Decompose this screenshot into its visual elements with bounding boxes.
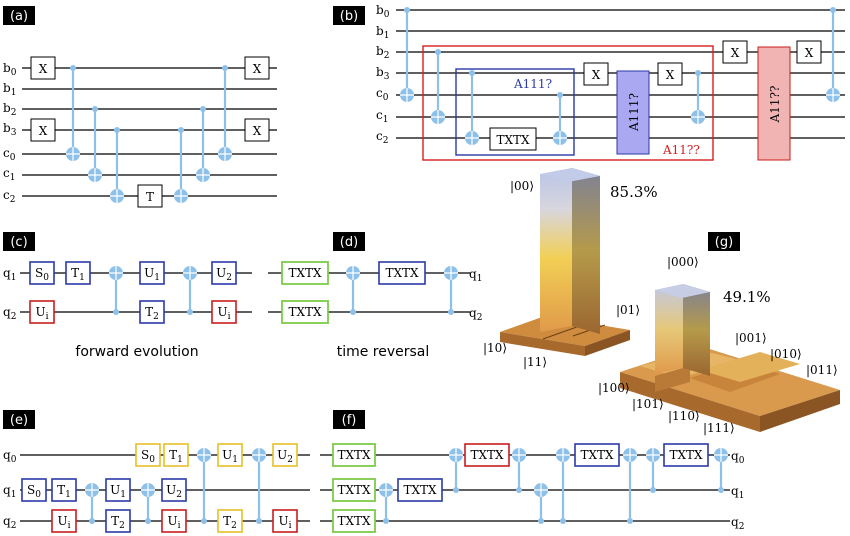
svg-text:X: X — [253, 124, 262, 138]
svg-text:q2: q2 — [3, 305, 16, 322]
histogram-2q: 85.3% |00⟩ |01⟩ |10⟩ |11⟩ — [483, 168, 658, 369]
svg-text:TXTX: TXTX — [337, 514, 371, 528]
ket-000: |000⟩ — [667, 255, 699, 269]
qlabel-b3: b3 — [3, 121, 17, 138]
panel-d-caption: time reversal — [337, 344, 430, 360]
panel-f: (f) TXTX TXTX TXTX TXTX TXTX TXTX TXTX q… — [320, 410, 745, 533]
svg-text:b0: b0 — [376, 3, 390, 20]
panel-c: (c) q1 q2 S0 T1 Ui U1 T2 U2 Ui forward e… — [3, 232, 252, 360]
panel-d-tag: (d) — [340, 235, 358, 250]
ket-111: |111⟩ — [703, 421, 735, 435]
svg-text:q1: q1 — [469, 267, 482, 284]
svg-text:Ui: Ui — [167, 514, 180, 531]
panel-a-gates: X X T X X — [30, 56, 270, 208]
A11-box-label: A11?? — [662, 143, 700, 157]
qlabel-b2: b2 — [3, 101, 16, 118]
A111-box — [455, 68, 575, 156]
panel-b: (b) b0 b1 b2 b3 c0 c1 c2 A11?? A111? — [333, 3, 845, 161]
hist2-tall-bar — [540, 168, 572, 332]
svg-text:q2: q2 — [469, 306, 482, 323]
ket-11: |11⟩ — [523, 355, 547, 369]
ket-001: |001⟩ — [735, 331, 767, 345]
svg-text:b2: b2 — [376, 44, 389, 61]
svg-text:X: X — [805, 46, 814, 60]
panel-a-controls — [66, 65, 232, 203]
svg-text:b1: b1 — [376, 24, 389, 41]
panel-a-tag: (a) — [10, 9, 28, 24]
panel-a-tag-bg — [3, 6, 35, 25]
qlabel-c0: c0 — [3, 146, 16, 163]
panel-g-tag: (g) — [715, 235, 733, 250]
svg-text:c2: c2 — [376, 129, 388, 146]
hist2-percent: 85.3% — [610, 183, 658, 201]
svg-text:q1: q1 — [3, 266, 16, 283]
svg-text:q1: q1 — [3, 483, 16, 500]
panel-b-tag-bg — [333, 6, 365, 25]
panel-a: (a) b0 b1 b2 b3 c0 c1 c2 — [3, 6, 277, 208]
svg-text:Ui: Ui — [278, 514, 291, 531]
svg-text:T: T — [146, 190, 154, 204]
ket-10: |10⟩ — [483, 341, 507, 355]
histogram-3q: 49.1% |000⟩ |001⟩ |010⟩ |011⟩ |100⟩ |101… — [598, 255, 840, 435]
svg-text:A111?: A111? — [627, 93, 641, 132]
svg-text:c1: c1 — [376, 108, 388, 125]
ket-110: |110⟩ — [668, 409, 700, 423]
svg-text:TXTX: TXTX — [496, 133, 530, 147]
ket-00: |00⟩ — [510, 179, 534, 193]
svg-text:Ui: Ui — [35, 305, 48, 322]
svg-text:TXTX: TXTX — [470, 448, 504, 462]
panel-a-wires — [22, 67, 277, 197]
ket-01: |01⟩ — [616, 303, 640, 317]
svg-text:q0: q0 — [731, 449, 745, 466]
svg-text:q2: q2 — [3, 514, 16, 531]
panel-b-controls — [400, 7, 840, 145]
panel-b-tag: (b) — [340, 9, 358, 24]
svg-text:TXTX: TXTX — [669, 448, 703, 462]
svg-text:q0: q0 — [3, 448, 17, 465]
panel-b-qubit-labels: b0 b1 b2 b3 c0 c1 c2 — [376, 3, 390, 146]
svg-text:c0: c0 — [376, 86, 389, 103]
svg-text:Ui: Ui — [57, 514, 70, 531]
A111-box-label: A111? — [513, 77, 552, 91]
qlabel-b0: b0 — [3, 61, 17, 78]
svg-text:A11??: A11?? — [768, 86, 782, 124]
panel-b-gates: TXTX X A111? X X A11?? X — [489, 40, 822, 161]
svg-text:Ui: Ui — [217, 305, 230, 322]
panel-f-tag: (f) — [342, 413, 357, 428]
svg-text:TXTX: TXTX — [288, 266, 322, 280]
svg-text:X: X — [39, 62, 48, 76]
panel-a-qubit-labels: b0 b1 b2 b3 c0 c1 c2 — [3, 61, 17, 205]
A11-box — [422, 45, 714, 161]
svg-text:b3: b3 — [376, 65, 390, 82]
svg-text:TXTX: TXTX — [288, 305, 322, 319]
svg-text:q1: q1 — [731, 484, 744, 501]
svg-text:TXTX: TXTX — [385, 266, 419, 280]
svg-text:X: X — [731, 46, 740, 60]
hist3-percent: 49.1% — [723, 288, 771, 306]
panel-c-caption: forward evolution — [75, 344, 198, 360]
hist3-tall-bar — [655, 284, 683, 374]
svg-text:TXTX: TXTX — [580, 448, 614, 462]
svg-text:X: X — [39, 124, 48, 138]
qlabel-c2: c2 — [3, 188, 15, 205]
ket-010: |010⟩ — [770, 347, 802, 361]
svg-text:q2: q2 — [731, 515, 744, 532]
svg-text:TXTX: TXTX — [403, 483, 437, 497]
panel-e: (e) q0 q1 q2 S0 T1 Ui U1 T2 U2 Ui S0 T1 … — [3, 410, 310, 533]
ket-100: |100⟩ — [598, 381, 630, 395]
panel-c-tag: (c) — [10, 235, 27, 250]
panel-d: (d) TXTX TXTX TXTX q1 q2 time reversal — [268, 232, 482, 360]
qlabel-c1: c1 — [3, 166, 15, 183]
qlabel-b1: b1 — [3, 81, 16, 98]
svg-text:TXTX: TXTX — [337, 448, 371, 462]
panel-g: (g) — [708, 232, 740, 251]
svg-text:X: X — [666, 68, 675, 82]
ket-011: |011⟩ — [806, 363, 838, 377]
svg-text:X: X — [592, 68, 601, 82]
panel-e-tag: (e) — [10, 413, 28, 428]
svg-text:TXTX: TXTX — [337, 483, 371, 497]
svg-text:X: X — [253, 62, 262, 76]
ket-101: |101⟩ — [632, 397, 664, 411]
